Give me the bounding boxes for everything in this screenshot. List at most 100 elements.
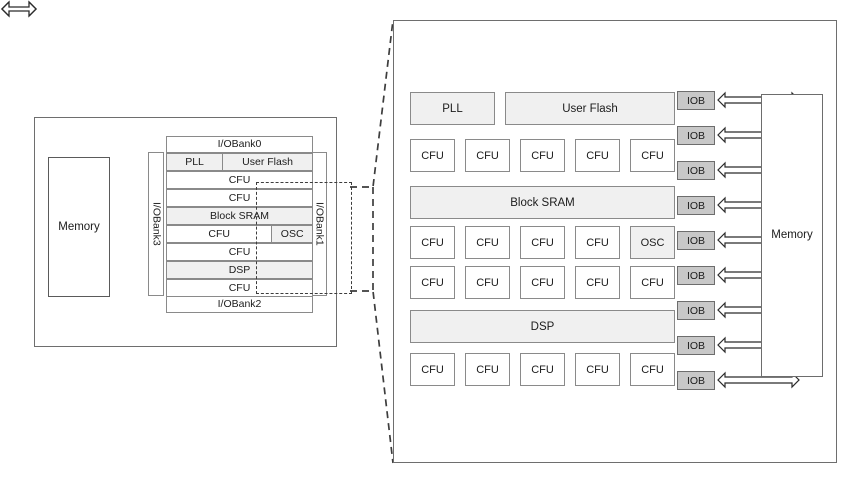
detail-tile-cfu: CFU <box>630 139 675 172</box>
right-memory-label: Memory <box>771 229 813 242</box>
tile-label: CFU <box>476 276 499 289</box>
left-stack-cell-pll: PLL <box>167 154 223 170</box>
detail-tile-cfu: CFU <box>575 139 620 172</box>
detail-tile-cfu: CFU <box>575 226 620 259</box>
left-stack-cell-cfu: CFU <box>167 244 312 260</box>
tile-label: CFU <box>641 276 664 289</box>
detail-wide-user-flash: User Flash <box>505 92 675 125</box>
iob-block: IOB <box>677 91 715 110</box>
detail-wide-dsp: DSP <box>410 310 675 343</box>
left-stack-cell-user-flash: User Flash <box>222 154 312 170</box>
tile-label: CFU <box>641 363 664 376</box>
left-stack-cell-block-sram: Block SRAM <box>167 208 312 224</box>
tile-label: CFU <box>586 236 609 249</box>
detail-tile-cfu: CFU <box>410 353 455 386</box>
left-stack-cell-cfu: CFU <box>167 280 312 296</box>
left-stack-row: CFU <box>166 243 313 261</box>
iob-label: IOB <box>686 339 706 352</box>
left-iobank2: I/OBank2 <box>166 296 313 313</box>
detail-tile-cfu: CFU <box>630 353 675 386</box>
detail-tile-cfu: CFU <box>410 139 455 172</box>
wide-label: Block SRAM <box>510 196 575 209</box>
detail-tile-osc: OSC <box>630 226 675 259</box>
iob-memory-bus-arrow <box>717 371 800 389</box>
tile-label: CFU <box>586 276 609 289</box>
detail-tile-cfu: CFU <box>410 226 455 259</box>
detail-tile-cfu: CFU <box>520 226 565 259</box>
leader-line-top <box>350 19 394 188</box>
iob-block: IOB <box>677 266 715 285</box>
left-iobank3: I/OBank3 <box>148 152 164 296</box>
detail-tile-cfu: CFU <box>575 266 620 299</box>
left-stack-row: DSP <box>166 261 313 279</box>
left-memory-label: Memory <box>58 220 100 233</box>
cell-label: PLL <box>185 156 204 168</box>
detail-tile-cfu: CFU <box>465 226 510 259</box>
tile-label: CFU <box>421 236 444 249</box>
detail-tile-cfu: CFU <box>520 266 565 299</box>
left-iobank0: I/OBank0 <box>166 136 313 153</box>
detail-tile-cfu: CFU <box>575 353 620 386</box>
tile-label: CFU <box>476 236 499 249</box>
detail-tile-cfu: CFU <box>465 266 510 299</box>
iob-label: IOB <box>686 129 706 142</box>
detail-tile-cfu: CFU <box>465 353 510 386</box>
left-stack-cell-cfu: CFU <box>167 190 312 206</box>
iob-label: IOB <box>686 269 706 282</box>
tile-label: CFU <box>641 149 664 162</box>
iob-block: IOB <box>677 301 715 320</box>
detail-wide-pll: PLL <box>410 92 495 125</box>
left-stack-row: PLL User Flash <box>166 153 313 171</box>
tile-label: CFU <box>476 149 499 162</box>
detail-tile-cfu: CFU <box>520 139 565 172</box>
cell-label: DSP <box>228 264 251 276</box>
tile-label: CFU <box>421 276 444 289</box>
wide-label: PLL <box>442 102 463 115</box>
wide-label: DSP <box>530 320 555 333</box>
detail-tile-cfu: CFU <box>630 266 675 299</box>
iob-label: IOB <box>686 199 706 212</box>
cell-label: CFU <box>208 228 230 240</box>
magnified-region-highlight <box>256 182 352 294</box>
iob-block: IOB <box>677 231 715 250</box>
iob-label: IOB <box>686 94 706 107</box>
detail-tile-cfu: CFU <box>520 353 565 386</box>
iob-label: IOB <box>686 234 706 247</box>
detail-wide-block-sram: Block SRAM <box>410 186 675 219</box>
left-iobank2-label: I/OBank2 <box>217 297 262 310</box>
left-iobank3-label: I/OBank3 <box>150 202 163 246</box>
tile-label: CFU <box>531 363 554 376</box>
memory-bus-arrow <box>1 0 37 18</box>
tile-label: CFU <box>421 363 444 376</box>
iob-block: IOB <box>677 371 715 390</box>
iob-block: IOB <box>677 161 715 180</box>
tile-label: CFU <box>531 236 554 249</box>
tile-label: CFU <box>476 363 499 376</box>
left-iobank1-label: I/OBank1 <box>313 202 326 246</box>
left-stack-cell-cfu: CFU <box>167 226 272 242</box>
left-stack-cell-cfu: CFU <box>167 172 312 188</box>
left-iobank0-label: I/OBank0 <box>217 137 262 150</box>
cell-label: CFU <box>228 174 251 186</box>
left-stack-cell-dsp: DSP <box>167 262 312 278</box>
left-stack-row: CFU <box>166 189 313 207</box>
left-stack-row: Block SRAM <box>166 207 313 225</box>
detail-tile-cfu: CFU <box>410 266 455 299</box>
tile-label: CFU <box>586 363 609 376</box>
tile-label: CFU <box>586 149 609 162</box>
cell-label: User Flash <box>242 156 293 168</box>
iob-label: IOB <box>686 304 706 317</box>
cell-label: CFU <box>228 246 251 258</box>
cell-label: Block SRAM <box>210 210 269 222</box>
cell-label: CFU <box>228 192 251 204</box>
tile-label: OSC <box>640 236 665 249</box>
iob-label: IOB <box>686 374 706 387</box>
iob-label: IOB <box>686 164 706 177</box>
left-memory-block: Memory <box>48 157 110 297</box>
tile-label: CFU <box>421 149 444 162</box>
iob-block: IOB <box>677 336 715 355</box>
detail-tile-cfu: CFU <box>465 139 510 172</box>
left-stack-cell-osc: OSC <box>271 226 312 242</box>
